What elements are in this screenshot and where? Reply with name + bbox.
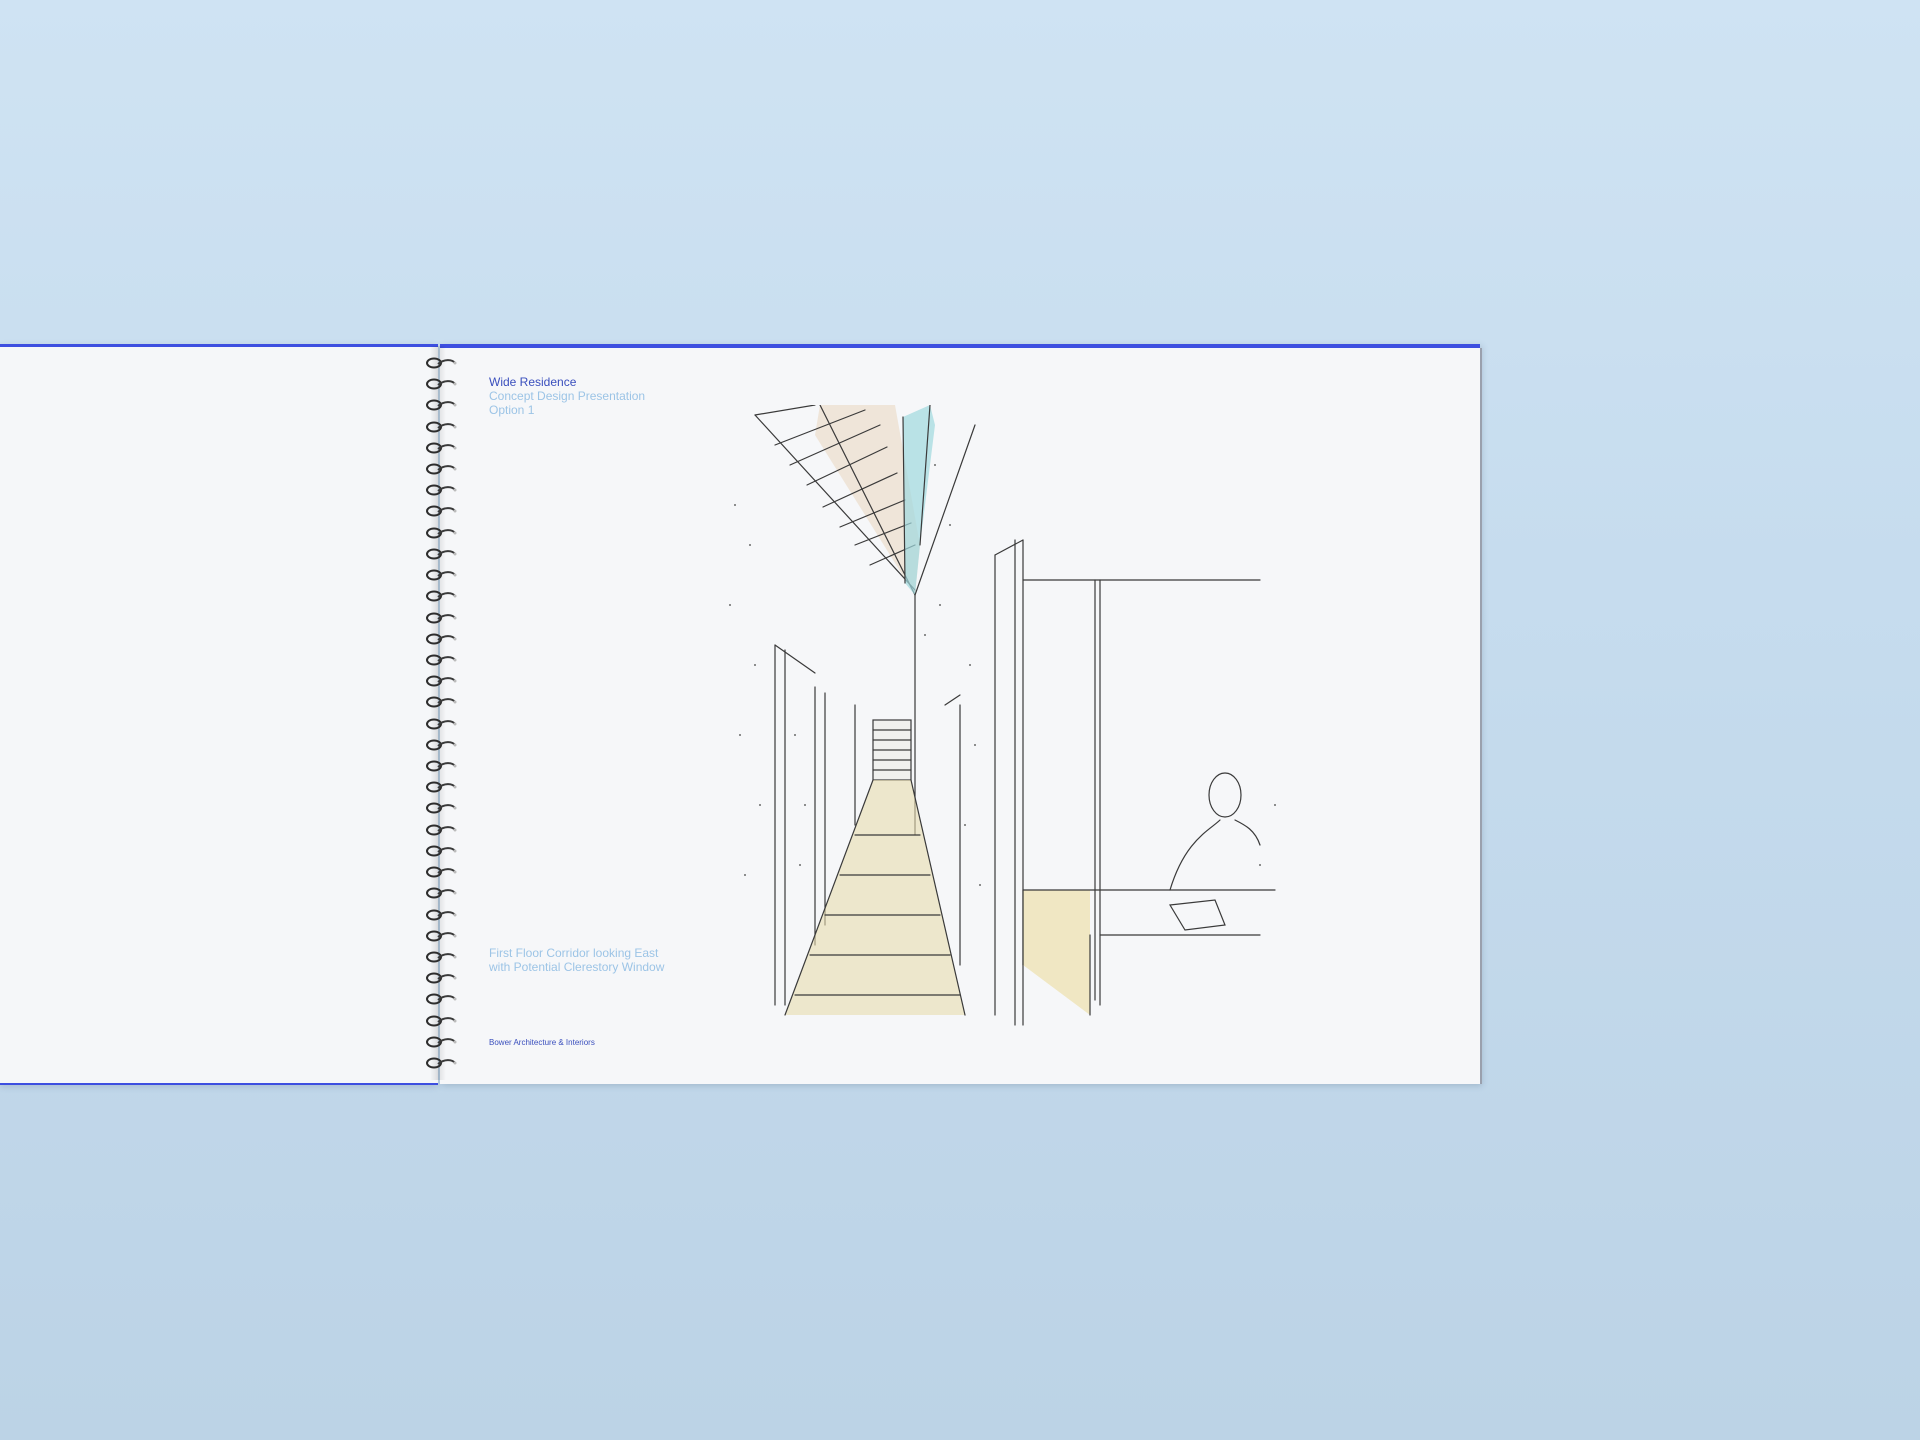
caption-line-2: with Potential Clerestory Window <box>489 960 665 974</box>
sketch-caption: First Floor Corridor looking East with P… <box>489 946 664 974</box>
binding-coil <box>426 887 457 899</box>
binding-coil <box>426 442 457 454</box>
binding-coil <box>426 421 457 433</box>
binding-coil <box>426 696 457 708</box>
binding-coil <box>426 930 457 942</box>
binding-coil <box>426 739 457 751</box>
binding-coil <box>426 548 457 560</box>
document-subtitle: Concept Design Presentation <box>489 389 646 403</box>
binding-coil <box>426 781 457 793</box>
binding-coil <box>426 357 457 369</box>
binding-coil <box>426 972 457 984</box>
spine-shadow <box>430 346 446 1080</box>
document-title: Wide Residence <box>489 375 577 389</box>
firm-name: Bower Architecture & Interiors <box>489 1038 595 1047</box>
binding-coil <box>426 378 457 390</box>
spiral-binding <box>424 356 460 1069</box>
binding-coil <box>426 802 457 814</box>
binding-coil <box>426 718 457 730</box>
binding-coil <box>426 909 457 920</box>
binding-coil <box>426 484 457 496</box>
caption-line-1: First Floor Corridor looking East <box>489 946 659 960</box>
binding-coil <box>426 569 457 581</box>
title-block: Wide Residence Concept Design Presentati… <box>489 375 645 417</box>
binding-coil <box>426 993 457 1005</box>
binding-coil <box>426 463 457 475</box>
binding-coil <box>426 675 457 687</box>
binding-coil <box>426 1036 457 1048</box>
binding-coil <box>426 760 457 772</box>
binding-coil <box>426 1057 457 1069</box>
binding-coil <box>426 1015 457 1027</box>
binding-coil <box>426 654 457 666</box>
binding-coil <box>426 590 457 602</box>
binding-coil <box>426 824 457 836</box>
binding-coil <box>426 399 457 411</box>
binding-coil <box>426 866 457 878</box>
binding-coil <box>426 612 457 624</box>
corridor-sketch <box>729 405 1276 1026</box>
binding-coil <box>426 633 457 645</box>
binding-coil <box>426 951 457 963</box>
document-option: Option 1 <box>489 403 535 417</box>
binding-coil <box>426 527 457 539</box>
binding-coil <box>426 845 457 857</box>
left-page <box>0 344 438 1085</box>
binding-coil <box>426 505 457 517</box>
